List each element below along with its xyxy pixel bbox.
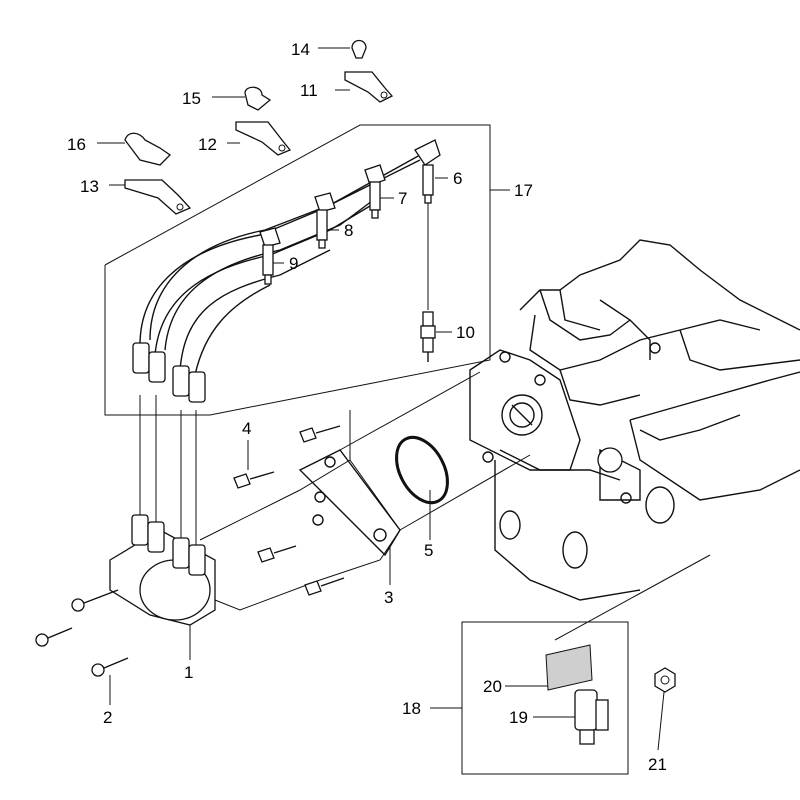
- callout-17: 17: [514, 181, 533, 200]
- ignition-coil: [109, 395, 216, 626]
- callout-16: 16: [67, 135, 86, 154]
- callout-1: 1: [184, 663, 193, 682]
- callout-10: 10: [456, 323, 475, 342]
- bolts: [35, 425, 345, 677]
- callout-13: 13: [80, 177, 99, 196]
- wire-boots: [132, 139, 441, 403]
- callout-20: 20: [483, 677, 502, 696]
- leader-lines: [97, 47, 665, 751]
- callout-12: 12: [198, 135, 217, 154]
- callout-2: 2: [103, 708, 112, 727]
- callout-14: 14: [291, 40, 310, 59]
- callout-21: 21: [648, 755, 667, 774]
- callout-8: 8: [344, 221, 353, 240]
- o-ring: [395, 435, 449, 505]
- callout-11: 11: [300, 81, 318, 100]
- callout-4: 4: [242, 419, 251, 438]
- hex-nut: [654, 667, 676, 693]
- callout-7: 7: [398, 189, 407, 208]
- callout-19: 19: [509, 708, 528, 727]
- callout-5: 5: [424, 541, 433, 560]
- bracket-18-outline: [430, 554, 711, 775]
- bracket-17-outline: [104, 124, 510, 416]
- callouts: 14 11 15 12 16 13 6 17 7 8 9 10 4 5 3 1 …: [67, 40, 667, 774]
- crank-sensor: [545, 644, 609, 745]
- callout-15: 15: [182, 89, 201, 108]
- callout-3: 3: [384, 588, 393, 607]
- callout-6: 6: [453, 169, 462, 188]
- callout-18: 18: [402, 699, 421, 718]
- engine-block: [469, 239, 800, 601]
- clip-brackets: [124, 71, 394, 215]
- wire-clips: [124, 39, 367, 166]
- spark-plug: [420, 203, 436, 362]
- callout-9: 9: [289, 254, 298, 273]
